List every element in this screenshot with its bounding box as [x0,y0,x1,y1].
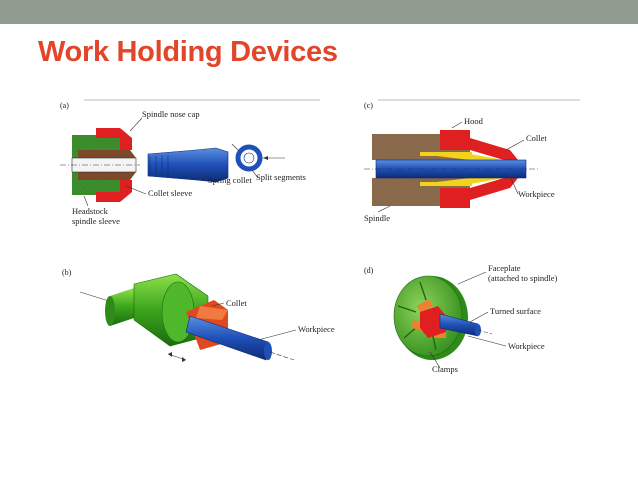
label-workpiece-c: Workpiece [518,189,555,199]
label-faceplate-note: (attached to spindle) [488,273,558,283]
figure-c-tag: (c) [364,101,373,110]
slide-title: Work Holding Devices [38,36,338,68]
label-turned-surface: Turned surface [490,306,541,316]
label-spindle-sleeve: spindle sleeve [72,216,120,226]
collet-sleeve [78,150,136,180]
label-workpiece-b: Workpiece [298,324,335,334]
label-workpiece-d: Workpiece [508,341,545,351]
split-segments-ring [235,144,263,172]
figure-c: (c) Hood Collet Workpiece [364,101,555,223]
label-hood: Hood [464,116,484,126]
figure-a: (a) [60,101,306,226]
spring-collet [147,147,229,183]
label-spindle: Spindle [364,213,390,223]
label-collet-b: Collet [226,298,247,308]
top-bar [0,0,638,24]
label-collet-c: Collet [526,133,547,143]
workpiece-rod-b [185,315,269,361]
label-spindle-nose-cap: Spindle nose cap [142,109,200,119]
label-split-segments: Split segments [256,172,306,182]
label-spring-collet: Spring collet [208,175,252,185]
figure-d-tag: (d) [364,266,374,275]
figure-b: (b) Collet Workpiece [62,268,335,362]
figure-d: (d) Faceplate (attached to spindle) Turn… [364,263,558,374]
label-collet-sleeve: Collet sleeve [148,188,192,198]
label-headstock: Headstock [72,206,109,216]
spindle-nose-cap [96,128,132,202]
figure-a-tag: (a) [60,101,69,110]
collet [420,152,504,186]
label-faceplate: Faceplate [488,263,521,273]
workpiece-block [420,306,446,338]
label-clamps: Clamps [432,364,458,374]
hood [440,130,518,208]
figure-b-tag: (b) [62,268,72,277]
